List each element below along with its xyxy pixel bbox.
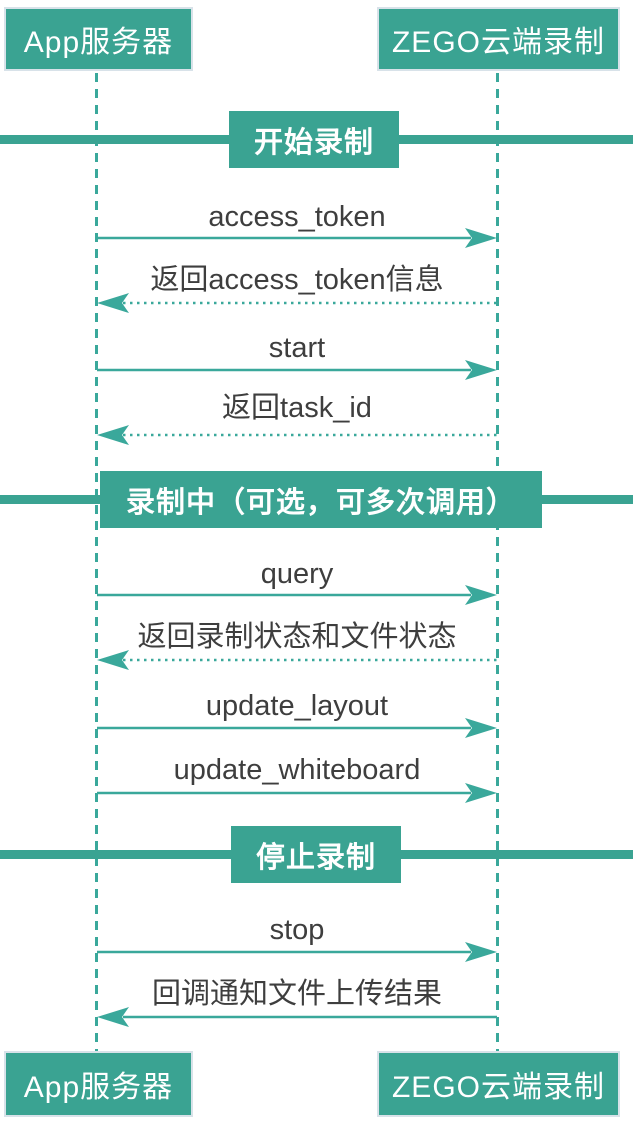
actor-label: App服务器 xyxy=(23,1071,174,1104)
arrow-right-icon xyxy=(97,783,497,803)
arrow-right-icon xyxy=(97,585,497,605)
section-title-recording: 录制中（可选，可多次调用） xyxy=(100,471,542,528)
arrow-left-dotted-icon xyxy=(97,425,497,445)
arrow-left-dotted-icon xyxy=(97,650,497,670)
message-label-callback-upload-result: 回调通知文件上传结果 xyxy=(151,978,442,1010)
section-title-label: 录制中（可选，可多次调用） xyxy=(125,486,516,519)
section-title-label: 停止录制 xyxy=(255,841,376,874)
message-label-return-access-token: 返回access_token信息 xyxy=(150,264,444,296)
actor-label: ZEGO云端录制 xyxy=(391,26,605,59)
actor-top-app-server: App服务器 xyxy=(4,7,193,71)
arrow-right-icon xyxy=(97,360,497,380)
section-title-label: 开始录制 xyxy=(253,126,374,159)
actor-label: ZEGO云端录制 xyxy=(391,1071,605,1104)
message-label-return-task-id: 返回task_id xyxy=(222,392,372,424)
section-title-stop-recording: 停止录制 xyxy=(231,826,401,883)
message-label-access-token: access_token xyxy=(208,201,386,233)
arrow-right-icon xyxy=(97,718,497,738)
message-label-start: start xyxy=(268,332,326,364)
message-label-query: query xyxy=(260,558,334,590)
lifeline-app-server xyxy=(95,73,98,1051)
actor-label: App服务器 xyxy=(23,26,174,59)
arrow-left-dotted-icon xyxy=(97,293,497,313)
message-label-stop: stop xyxy=(269,914,325,946)
arrow-right-icon xyxy=(97,942,497,962)
lifeline-cloud-recording xyxy=(496,73,499,1051)
message-label-update-whiteboard: update_whiteboard xyxy=(173,754,421,786)
actor-bottom-cloud-recording: ZEGO云端录制 xyxy=(377,1051,620,1117)
actor-top-cloud-recording: ZEGO云端录制 xyxy=(377,7,620,71)
message-label-return-status: 返回录制状态和文件状态 xyxy=(137,621,457,653)
message-label-update-layout: update_layout xyxy=(205,690,389,722)
arrow-left-icon xyxy=(97,1007,497,1027)
actor-bottom-app-server: App服务器 xyxy=(4,1051,193,1117)
section-title-start-recording: 开始录制 xyxy=(229,111,399,168)
arrow-right-icon xyxy=(97,228,497,248)
